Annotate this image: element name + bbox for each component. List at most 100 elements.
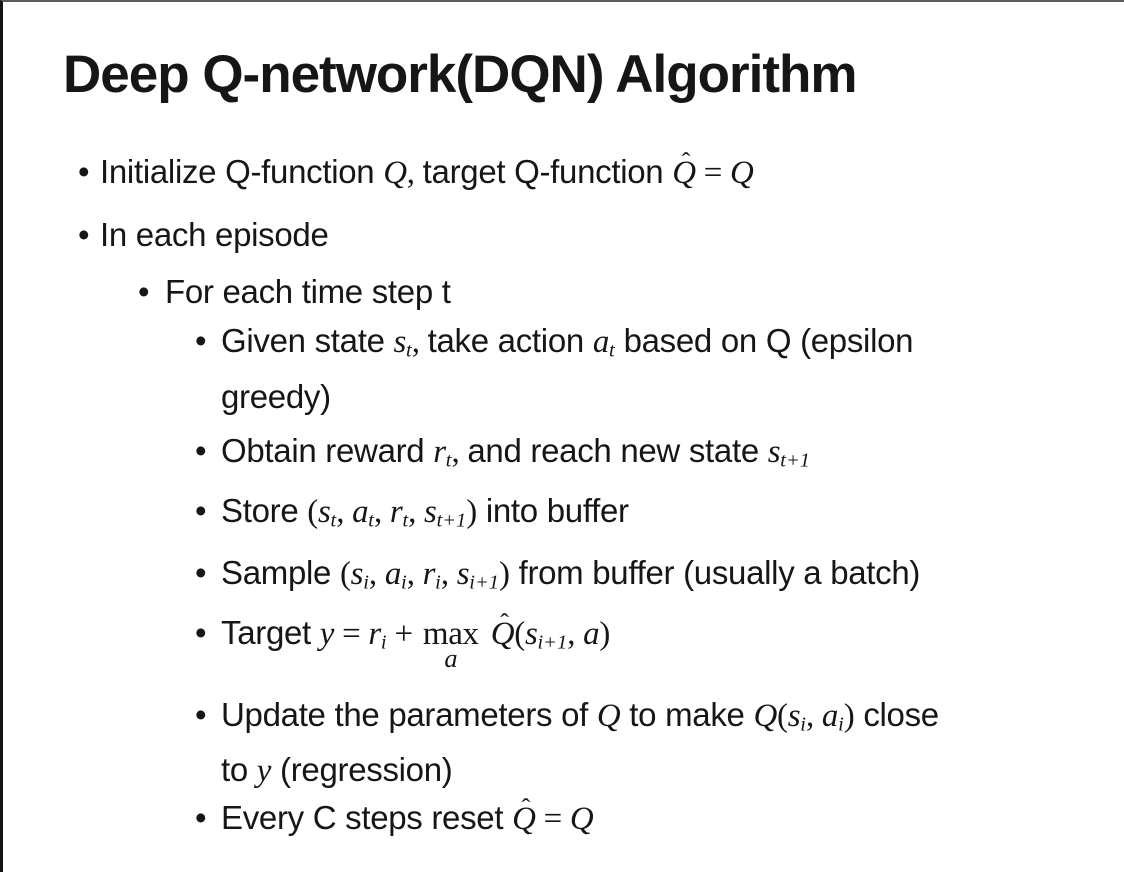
text-segment: greedy) — [221, 377, 331, 415]
math-var: rt — [433, 432, 451, 472]
math-var-letter: s — [456, 555, 470, 592]
math-var-letter: s — [393, 324, 407, 360]
text-segment: Update the parameters of — [221, 695, 597, 733]
text-segment: (regression) — [271, 751, 453, 788]
bullet-text: Update the parameters of Q to make Q(si,… — [221, 692, 1094, 795]
bullet-text: In each episode — [100, 212, 1094, 257]
math-var-letter: Q — [729, 155, 754, 191]
math-var-letter: Q — [383, 155, 407, 191]
math-var-letter: a — [352, 494, 369, 530]
bullet-item-10: • Every C steps reset Q = Q — [3, 795, 1094, 842]
bullet-icon: • — [138, 273, 150, 310]
math-subscript: i — [838, 713, 844, 735]
math-var-letter: Q — [569, 801, 594, 837]
math-var-letter: r — [433, 433, 446, 470]
bullet-item-5: •Obtain reward rt, and reach new state s… — [3, 428, 1094, 484]
math-subscript: i — [435, 571, 441, 593]
math-operator: , — [567, 616, 584, 652]
bullet-icon: • — [195, 799, 207, 836]
math-subscript: t+1 — [780, 449, 810, 471]
math-var: Q — [729, 153, 754, 191]
math-var-letter: y — [319, 616, 335, 652]
math-under-var: a — [444, 642, 458, 673]
text-segment: Every C steps reset — [221, 799, 513, 836]
math-subscript: i+1 — [469, 571, 499, 593]
math-subscript: t — [368, 509, 374, 532]
bullet-text: Every C steps reset Q = Q — [221, 795, 1094, 842]
text-segment: Obtain reward — [221, 431, 434, 469]
text-segment: Initialize Q-function — [100, 153, 384, 190]
math-var-letter: s — [317, 494, 331, 530]
text-segment: to — [221, 751, 257, 788]
bullet-item-1: •Initialize Q-function Q, target Q-funct… — [3, 149, 1094, 196]
math-var-letter: s — [424, 494, 437, 530]
math-var-letter: s — [787, 697, 801, 734]
math-var-letter: r — [389, 494, 403, 530]
math-var: Q — [596, 696, 621, 734]
math-subscript: t — [402, 509, 409, 532]
math-operator: + — [386, 616, 421, 652]
bullet-item-4: •Given state st, take action at based on… — [3, 318, 1094, 419]
bullet-item-3: • For each time step t — [3, 269, 1094, 314]
math-var: st — [317, 492, 336, 532]
math-var-letter: r — [422, 555, 436, 592]
math-operator: , — [336, 494, 353, 530]
math-subscript: i — [800, 713, 806, 735]
math-var: y — [319, 614, 335, 652]
math-operator: ) — [466, 494, 477, 530]
math-operator: ( — [339, 555, 351, 592]
math-var-letter: y — [256, 753, 272, 789]
bullet-text: Obtain reward rt, and reach new state st… — [221, 428, 1094, 484]
text-segment: take action — [427, 322, 593, 359]
bullet-text: Store (st, at, rt, st+1) into buffer — [221, 488, 1094, 544]
math-operator: ( — [514, 616, 525, 652]
math-var-letter: a — [384, 555, 402, 592]
text-segment: into buffer — [476, 492, 629, 529]
math-var: Q — [383, 153, 407, 191]
bullet-icon: • — [195, 322, 207, 359]
bullet-item-2: •In each episode — [3, 212, 1094, 257]
math-operator: , — [440, 555, 457, 592]
math-var: y — [256, 751, 272, 789]
text-segment: For each time step t — [165, 273, 451, 310]
math-var: ri — [368, 614, 386, 654]
math-var: si+1 — [456, 554, 499, 594]
math-var-letter: Q — [596, 697, 621, 734]
text-segment: Store — [221, 492, 308, 529]
math-subscript: i — [401, 571, 407, 593]
math-var: ai — [822, 696, 844, 736]
math-var: a — [583, 614, 600, 652]
math-operator — [483, 616, 491, 652]
math-var-hat: Q — [512, 797, 536, 842]
text-segment: to make — [620, 695, 754, 733]
math-var-letter: a — [583, 616, 600, 652]
bullet-icon: • — [195, 614, 207, 651]
math-operator: ( — [777, 697, 788, 734]
math-subscript: i+1 — [537, 631, 568, 654]
math-operator: = — [695, 155, 730, 191]
math-operator: = — [535, 801, 570, 837]
math-operator: ) — [599, 616, 611, 652]
bullet-list: •Initialize Q-function Q, target Q-funct… — [3, 149, 1094, 842]
math-subscript: t — [406, 339, 412, 362]
math-operator: , — [368, 555, 385, 592]
math-operator: , — [406, 555, 423, 592]
bullet-text: For each time step t — [165, 269, 1094, 314]
text-segment: Given state — [221, 322, 394, 359]
math-var-letter: s — [350, 555, 364, 592]
bullet-icon: • — [195, 695, 207, 733]
math-operator: ) — [843, 697, 855, 734]
math-operator: , — [411, 324, 428, 360]
bullet-item-6: •Store (st, at, rt, st+1) into buffer — [3, 488, 1094, 544]
text-segment: close — [854, 695, 939, 733]
math-var: at — [352, 492, 374, 532]
math-var: Q — [569, 799, 594, 837]
math-var-letter: s — [767, 433, 781, 470]
text-segment: and reach new state — [467, 431, 768, 469]
math-var: st+1 — [424, 492, 466, 532]
math-operator: , — [408, 494, 425, 530]
